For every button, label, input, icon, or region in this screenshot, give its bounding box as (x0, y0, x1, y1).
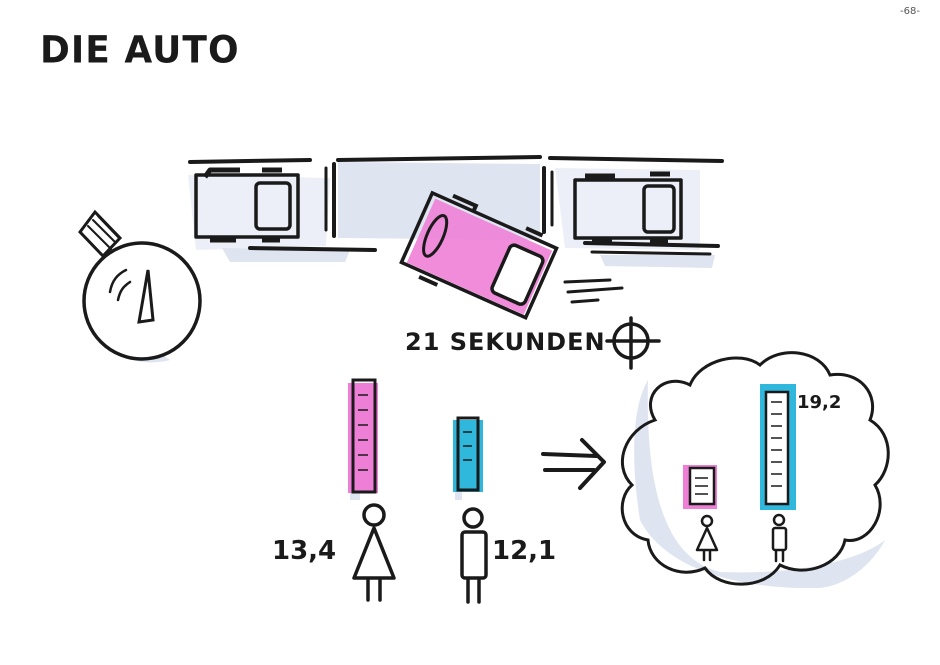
male-figure-icon (460, 507, 488, 604)
female-value: 13,4 (272, 536, 337, 566)
male-value: 12,1 (492, 536, 557, 566)
female-figure-icon (352, 503, 396, 602)
dream-male-bar (760, 384, 796, 510)
dream-male-figure-icon (771, 513, 788, 563)
male-bar (453, 416, 483, 492)
stopwatch-icon (78, 209, 202, 361)
dream-value: 19,2 (797, 392, 842, 413)
parked-car-right (573, 171, 683, 245)
dream-female-bar (683, 465, 717, 509)
arrow-icon (541, 438, 606, 490)
female-bar (348, 378, 378, 494)
page-title: DIE AUTO (40, 28, 240, 73)
page-number: -68- (900, 6, 920, 17)
crosshair-icon (605, 316, 661, 370)
parking-time-label: 21 SEKUNDEN (405, 328, 606, 356)
thought-cloud-icon (620, 351, 890, 586)
parking-car-pink (399, 190, 559, 321)
dream-female-figure-icon (695, 514, 719, 562)
parked-car-left (194, 167, 300, 243)
